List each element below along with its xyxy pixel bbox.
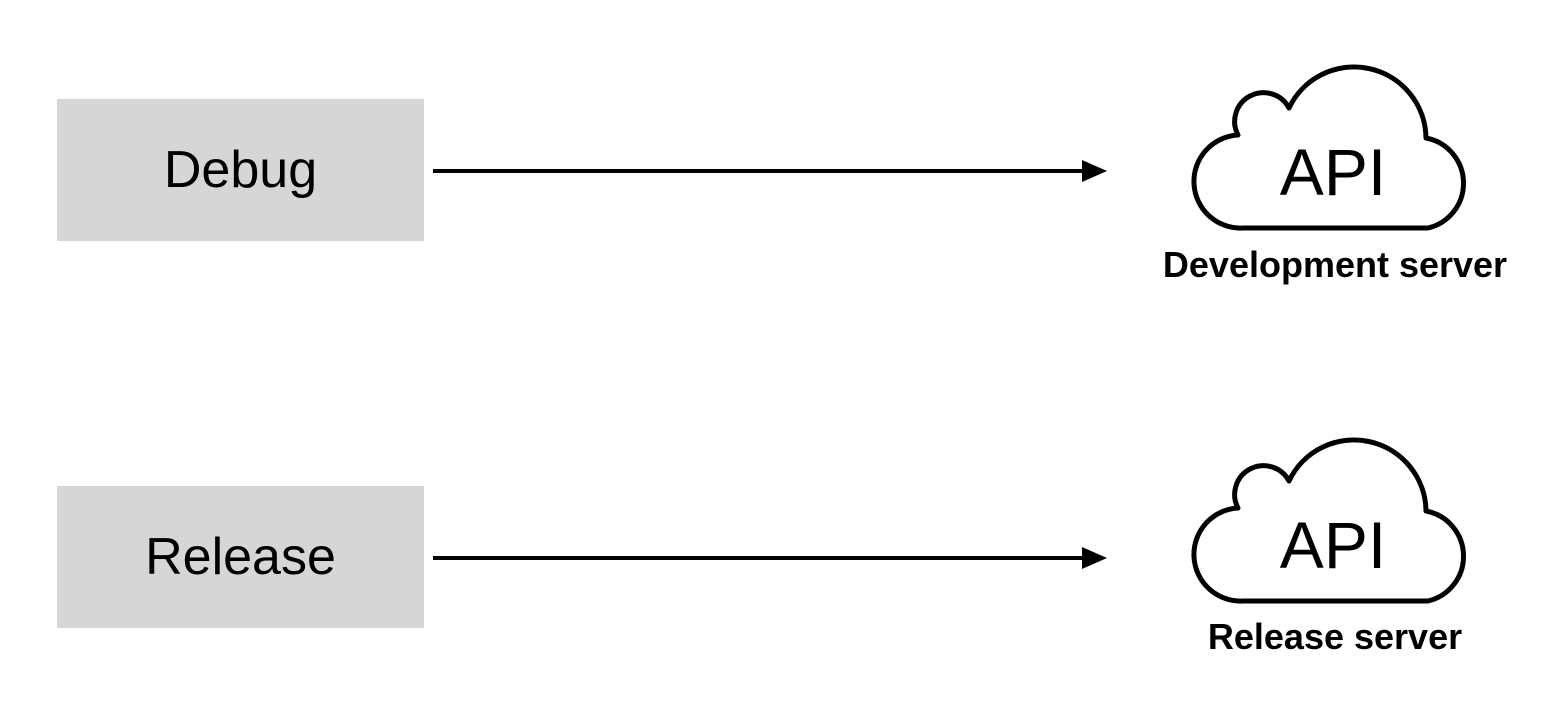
build-label-release: Release bbox=[145, 528, 336, 586]
build-box-debug: Debug bbox=[57, 99, 424, 241]
cloud-api-text: API bbox=[1280, 508, 1386, 582]
cloud-api-icon: API bbox=[1191, 64, 1466, 231]
server-label-release: Release server bbox=[1207, 616, 1463, 657]
build-box-release: Release bbox=[57, 486, 424, 628]
cloud-api-icon: API bbox=[1191, 437, 1466, 604]
build-label-debug: Debug bbox=[163, 141, 318, 199]
server-label-development: Development server bbox=[1162, 244, 1508, 285]
arrow-right-icon bbox=[433, 547, 1107, 569]
arrow-right-icon bbox=[433, 160, 1107, 182]
cloud-api-text: API bbox=[1280, 135, 1386, 209]
